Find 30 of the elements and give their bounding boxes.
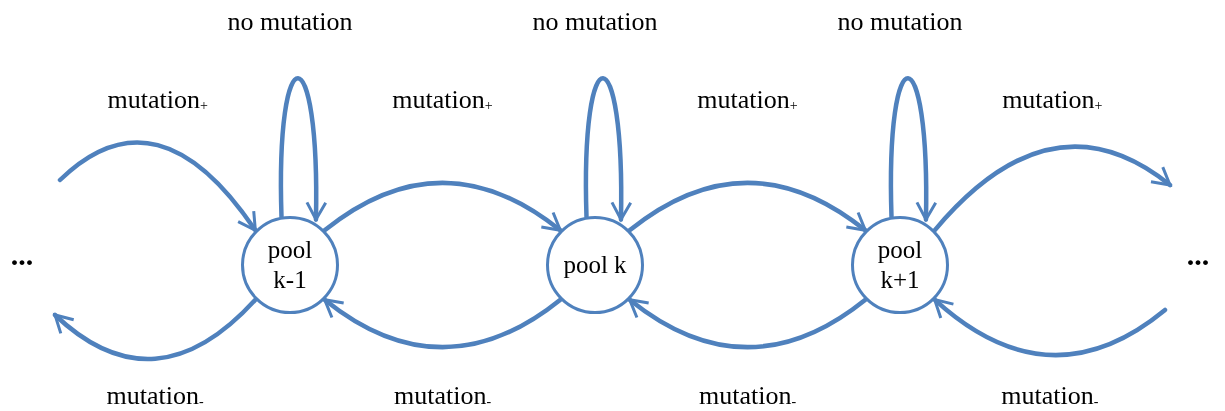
arrow: [322, 180, 563, 233]
arrow: [322, 297, 563, 350]
arrow: [278, 76, 327, 222]
edge-label: mutation$_{+}$: [107, 85, 208, 115]
pool-circle: [241, 216, 339, 314]
ellipsis-label: ...: [10, 238, 34, 272]
edge-label: no mutation: [837, 7, 963, 37]
node-label: pool k-1: [266, 235, 314, 295]
arrow: [932, 297, 1168, 358]
ellipsis-label: ...: [1186, 238, 1210, 272]
edge-label: no mutation: [532, 7, 658, 37]
pool-circle: [851, 216, 949, 314]
node-label: pool k+1: [876, 235, 924, 295]
edge-label: mutation$_{-}$: [1001, 381, 1099, 411]
arrow: [627, 180, 868, 233]
arrow: [57, 140, 258, 233]
pool-circle: [546, 216, 644, 314]
edge-label: mutation$_{-}$: [393, 381, 492, 411]
arrow: [627, 297, 868, 350]
edge-label: no mutation: [227, 7, 353, 37]
arrow: [888, 76, 937, 222]
edge-label: mutation$_{-}$: [698, 381, 797, 411]
arrow: [932, 144, 1173, 233]
edge-label: mutation$_{-}$: [106, 381, 204, 411]
edge-label: mutation$_{+}$: [697, 85, 798, 115]
edge-label: mutation$_{+}$: [1002, 85, 1103, 115]
arrow: [52, 297, 258, 361]
node-label: pool k: [562, 250, 628, 280]
arrow: [583, 76, 632, 222]
edge-label: mutation$_{+}$: [392, 85, 493, 115]
